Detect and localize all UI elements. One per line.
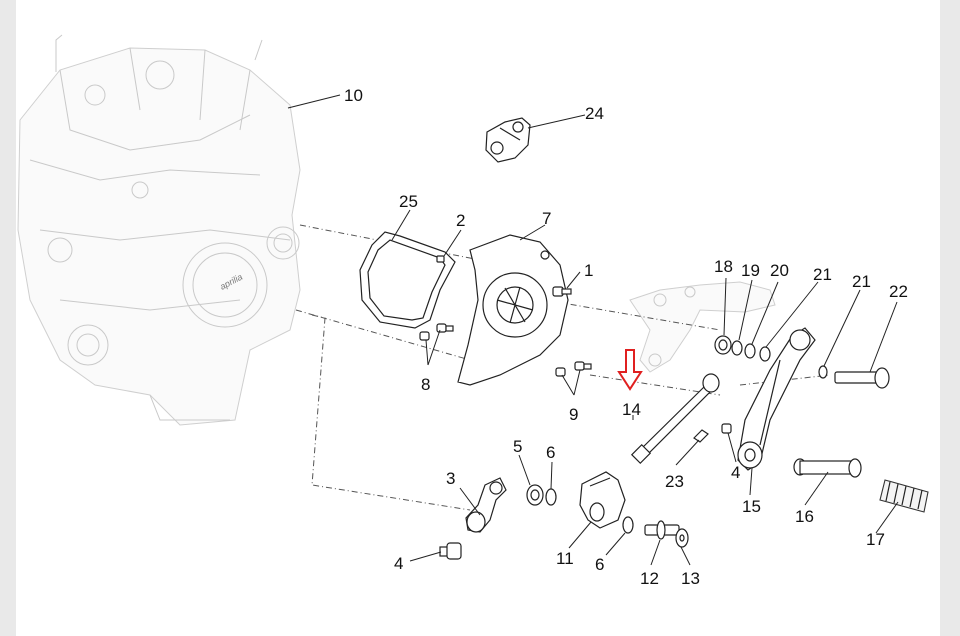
part-13-washer [675, 528, 689, 548]
part-24-gear-sensor [485, 117, 531, 163]
part-4-bolt-upper [721, 423, 732, 434]
callout-25: 25 [399, 192, 418, 211]
leader-lines [287, 94, 899, 566]
callout-7: 7 [542, 209, 551, 228]
callout-12: 12 [640, 569, 659, 588]
part-8-screws [419, 323, 454, 341]
callout-23: 23 [665, 472, 684, 491]
highlight-arrow-icon [617, 349, 643, 391]
callout-4-lower: 4 [394, 554, 403, 573]
part-16-peg-pin [793, 458, 862, 478]
part-22-pivot-bolt [834, 367, 890, 389]
part-11-bracket [579, 471, 626, 529]
part-15-gear-lever [737, 327, 816, 471]
part-7-sprocket-cover [457, 234, 569, 386]
part-3-shift-arm [465, 477, 507, 533]
callout-24: 24 [585, 104, 604, 123]
callout-1: 1 [584, 261, 593, 280]
callout-6-lower: 6 [595, 555, 604, 574]
callout-22: 22 [889, 282, 908, 301]
callout-11: 11 [556, 549, 574, 568]
callout-17: 17 [866, 530, 885, 549]
callout-18: 18 [714, 257, 733, 276]
part-9-screws [555, 361, 592, 377]
callout-15: 15 [742, 497, 761, 516]
callout-20: 20 [770, 261, 789, 280]
part-20-washer [744, 343, 756, 359]
part-12-bolt [644, 520, 680, 540]
callout-9: 9 [569, 405, 578, 424]
part-14-shift-rod [630, 373, 720, 465]
part-18-bushing [714, 335, 732, 355]
part-4-bolt-lower [439, 542, 462, 560]
callout-4-upper: 4 [731, 463, 740, 482]
part-21-circlip-inner [759, 346, 771, 362]
callout-19: 19 [741, 261, 760, 280]
part-25-gasket [359, 231, 456, 329]
part-5-bearing [526, 484, 544, 506]
callout-16: 16 [795, 507, 814, 526]
callout-5: 5 [513, 437, 522, 456]
part-23-clip [693, 429, 709, 443]
engine-block: aprilia [17, 34, 301, 426]
callout-3: 3 [446, 469, 455, 488]
callout-21-outer: 21 [852, 272, 871, 291]
callout-13: 13 [681, 569, 700, 588]
footpeg-bracket-reference [629, 281, 776, 373]
callout-labels: 10 24 25 2 7 1 8 9 18 19 20 21 21 22 14 … [344, 86, 908, 588]
part-21-circlip-outer [818, 365, 828, 379]
callout-8: 8 [421, 375, 430, 394]
callout-2: 2 [456, 211, 465, 230]
callout-14: 14 [622, 400, 641, 419]
part-19-washer [731, 340, 743, 356]
callout-6-upper: 6 [546, 443, 555, 462]
part-17-rubber-peg [879, 479, 929, 513]
callout-10: 10 [344, 86, 363, 105]
part-1-screw [552, 286, 572, 297]
part-2-dowel [436, 255, 445, 263]
part-6-washer-upper [545, 488, 557, 506]
callout-21-inner: 21 [813, 265, 832, 284]
part-6-washer-lower [622, 516, 634, 534]
